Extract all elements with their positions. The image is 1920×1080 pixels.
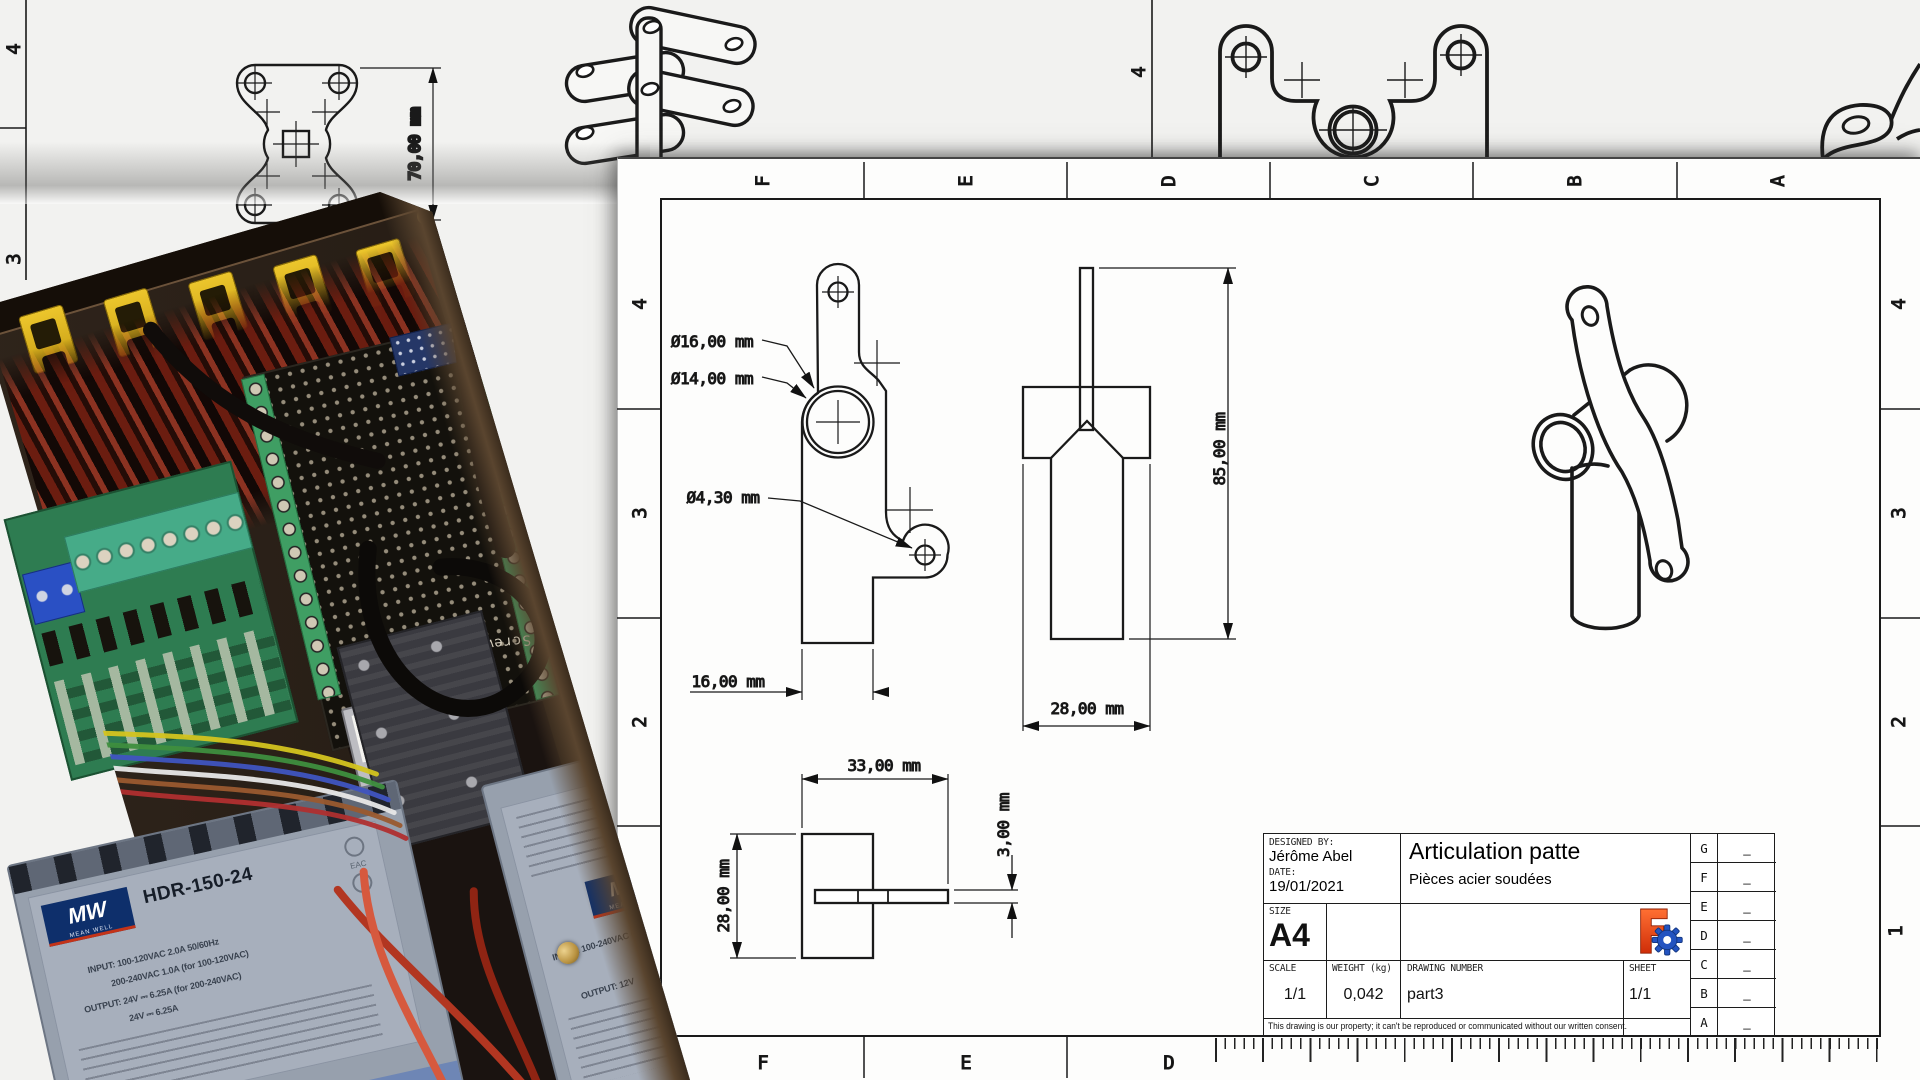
grid-top-e: E: [955, 175, 977, 186]
grid-bottom-d: D: [1163, 1052, 1174, 1074]
view-top: [730, 773, 1018, 960]
dim-top-width: 33,00 mm: [847, 756, 920, 775]
revision-letter: C: [1691, 950, 1718, 979]
revision-value: _: [1718, 979, 1776, 1008]
designed-by-value: Jérôme Abel: [1269, 848, 1353, 865]
grid-right-2: 2: [1888, 716, 1910, 727]
drawing-number-label: DRAWING NUMBER: [1407, 963, 1483, 974]
drawing-subtitle: Pièces acier soudées: [1409, 871, 1552, 888]
bg-partial-part: [1820, 62, 1920, 162]
revision-value: _: [1718, 863, 1776, 892]
weight-label: WEIGHT (kg): [1332, 963, 1392, 974]
disclaimer-text: This drawing is our property; it can't b…: [1268, 1021, 1627, 1031]
revision-letter: D: [1691, 921, 1718, 950]
dim-front-dia-inner: Ø14,00 mm: [671, 369, 753, 388]
grid-bottom-f: F: [757, 1052, 768, 1074]
date-label: DATE:: [1269, 867, 1297, 878]
revision-letter: F: [1691, 863, 1718, 892]
grid-left-2: 2: [629, 716, 651, 727]
grid-top-c: C: [1361, 175, 1383, 186]
psu-output-line2: 24V ⎓ 6.25A: [128, 1002, 180, 1024]
grid-top-d: D: [1158, 175, 1180, 186]
dim-front-dia-hole: Ø4,30 mm: [686, 488, 759, 507]
drawing-title: Articulation patte: [1409, 838, 1581, 864]
grid-top-a: A: [1767, 175, 1789, 187]
revision-letter: A: [1691, 1008, 1718, 1037]
dimension-texts: Ø16,00 mm Ø14,00 mm Ø4,30 mm 16,00 mm 85…: [670, 332, 1229, 934]
grid-left-4: 4: [629, 298, 651, 309]
designed-by-label: DESIGNED BY:: [1269, 837, 1335, 848]
revision-value: _: [1718, 892, 1776, 921]
grid-right-1: 1: [1885, 925, 1907, 936]
bg-sheet-left-border: 4 3: [0, 0, 27, 280]
grid-right-3: 3: [1888, 507, 1910, 518]
view-side: [1021, 266, 1236, 732]
dim-top-thickness: 3,00 mm: [994, 793, 1013, 857]
freecad-logo-icon: [1640, 908, 1683, 956]
view-isometric: [1531, 285, 1690, 631]
dim-side-height: 85,00 mm: [1210, 412, 1229, 485]
title-block: DESIGNED BY: Jérôme Abel DATE: 19/01/202…: [1263, 833, 1776, 1037]
revision-letter: E: [1691, 892, 1718, 921]
dim-front-dia-outer: Ø16,00 mm: [671, 332, 753, 351]
revision-letter: G: [1691, 834, 1718, 863]
size-value: A4: [1269, 917, 1310, 953]
dim-side-width: 28,00 mm: [1050, 699, 1123, 718]
sheet-label: SHEET: [1629, 963, 1657, 974]
scale-value: 1/1: [1283, 986, 1307, 1003]
dim-front-width: 16,00 mm: [691, 672, 764, 691]
drawing-number-value: part3: [1407, 986, 1444, 1003]
grid-top-b: B: [1564, 175, 1586, 186]
revision-letter: B: [1691, 979, 1718, 1008]
date-value: 19/01/2021: [1269, 878, 1345, 895]
bg-left-grid-3: 3: [3, 253, 25, 264]
revision-value: _: [1718, 950, 1776, 979]
meanwell-logo: MW MEAN WELL: [40, 886, 136, 947]
sheet-grid-labels: F E D C B A F E D 4 3 2 4 3 2 1: [629, 174, 1911, 1074]
sheet-ruler: [1215, 1038, 1878, 1062]
revision-value: _: [1718, 921, 1776, 950]
grid-top-f: F: [752, 175, 774, 186]
grid-bottom-e: E: [960, 1052, 971, 1074]
grid-left-3: 3: [629, 507, 651, 518]
size-label: SIZE: [1269, 906, 1291, 917]
dim-top-depth: 28,00 mm: [714, 859, 733, 932]
revision-value: _: [1718, 1008, 1776, 1037]
bg-right-grid-4: 4: [1128, 66, 1150, 77]
grid-right-4: 4: [1888, 298, 1910, 309]
weight-value: 0,042: [1343, 986, 1384, 1003]
scale-label: SCALE: [1269, 963, 1297, 974]
sheet-edge-shadow: [0, 142, 650, 204]
revision-value: _: [1718, 834, 1776, 863]
sheet-value: 1/1: [1629, 986, 1652, 1003]
bg-left-grid-4: 4: [3, 43, 25, 54]
view-front: [690, 262, 950, 700]
